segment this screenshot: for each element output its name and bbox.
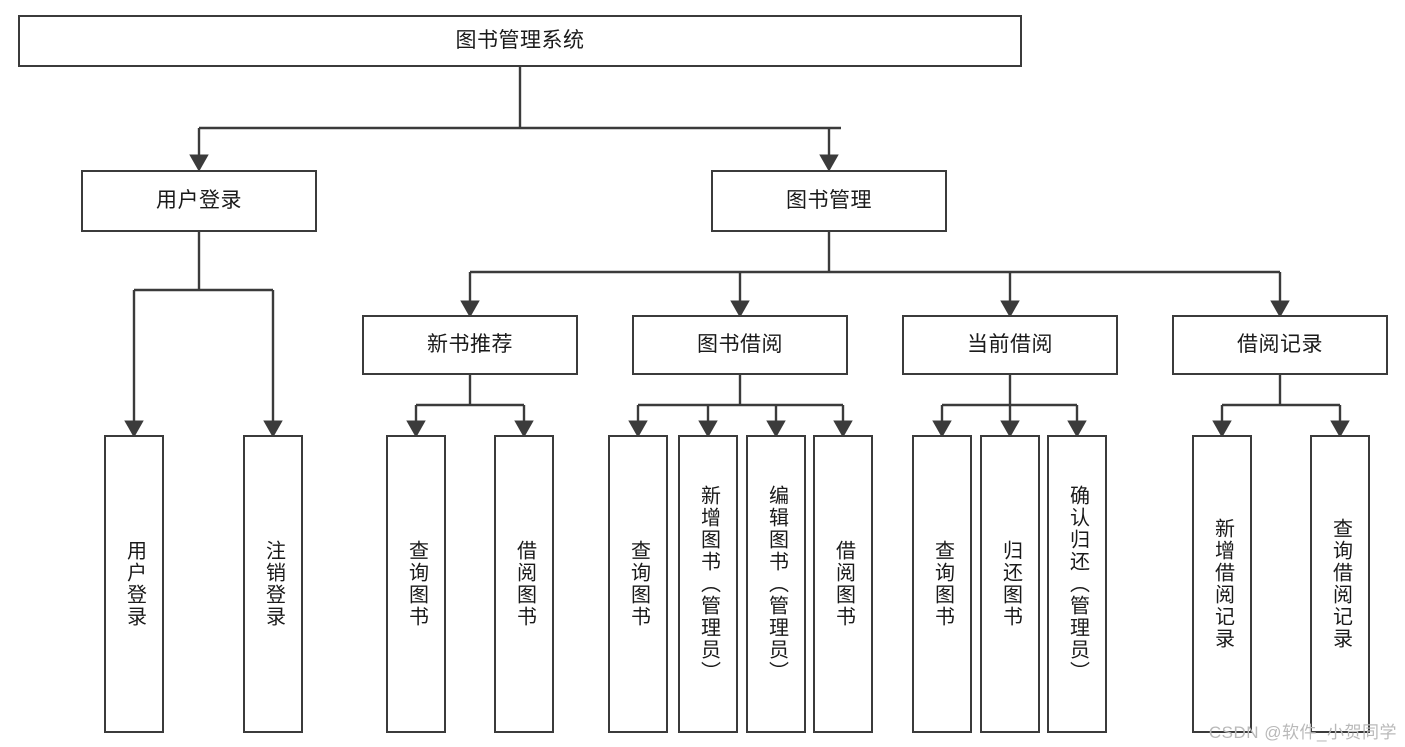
leaf-record-add-borrow-record[interactable]: 新增借阅记录 bbox=[1192, 435, 1252, 733]
node-root-book-management-system[interactable]: 图书管理系统 bbox=[18, 15, 1022, 67]
node-book-management[interactable]: 图书管理 bbox=[711, 170, 947, 232]
node-label: 当前借阅 bbox=[967, 332, 1053, 356]
leaf-borrow-edit-book-admin[interactable]: 编辑图书（管理员） bbox=[746, 435, 806, 733]
node-current-borrow[interactable]: 当前借阅 bbox=[902, 315, 1118, 375]
node-label: 借阅记录 bbox=[1237, 332, 1323, 356]
node-label: 查询图书 bbox=[931, 540, 954, 628]
leaf-record-query-borrow-record[interactable]: 查询借阅记录 bbox=[1310, 435, 1370, 733]
node-new-book-recommend[interactable]: 新书推荐 bbox=[362, 315, 578, 375]
node-label: 查询图书 bbox=[405, 540, 428, 628]
node-label: 图书管理 bbox=[786, 188, 872, 212]
watermark: CSDN @软件_小贺同学 bbox=[1208, 723, 1397, 742]
node-label: 归还图书 bbox=[999, 540, 1022, 628]
node-label: 借阅图书 bbox=[832, 540, 855, 628]
node-label: 确认归还（管理员） bbox=[1066, 485, 1089, 683]
node-label: 图书借阅 bbox=[697, 332, 783, 356]
node-label: 用户登录 bbox=[156, 188, 242, 212]
node-label: 新增借阅记录 bbox=[1211, 518, 1234, 650]
leaf-user-login-logout[interactable]: 注销登录 bbox=[243, 435, 303, 733]
node-label: 借阅图书 bbox=[513, 540, 536, 628]
node-label: 新增图书（管理员） bbox=[697, 485, 720, 683]
leaf-current-confirm-return-admin[interactable]: 确认归还（管理员） bbox=[1047, 435, 1107, 733]
leaf-recommend-query-book[interactable]: 查询图书 bbox=[386, 435, 446, 733]
node-label: 查询借阅记录 bbox=[1329, 518, 1352, 650]
node-label: 查询图书 bbox=[627, 540, 650, 628]
leaf-borrow-query-book[interactable]: 查询图书 bbox=[608, 435, 668, 733]
node-label: 图书管理系统 bbox=[455, 28, 585, 52]
leaf-user-login-login[interactable]: 用户登录 bbox=[104, 435, 164, 733]
leaf-borrow-borrow-book[interactable]: 借阅图书 bbox=[813, 435, 873, 733]
leaf-current-query-book[interactable]: 查询图书 bbox=[912, 435, 972, 733]
leaf-borrow-add-book-admin[interactable]: 新增图书（管理员） bbox=[678, 435, 738, 733]
node-label: 编辑图书（管理员） bbox=[765, 485, 788, 683]
node-user-login[interactable]: 用户登录 bbox=[81, 170, 317, 232]
leaf-recommend-borrow-book[interactable]: 借阅图书 bbox=[494, 435, 554, 733]
node-label: 用户登录 bbox=[123, 540, 146, 628]
node-label: 新书推荐 bbox=[427, 332, 513, 356]
node-book-borrow[interactable]: 图书借阅 bbox=[632, 315, 848, 375]
node-label: 注销登录 bbox=[262, 540, 285, 628]
node-borrow-record[interactable]: 借阅记录 bbox=[1172, 315, 1388, 375]
leaf-current-return-book[interactable]: 归还图书 bbox=[980, 435, 1040, 733]
